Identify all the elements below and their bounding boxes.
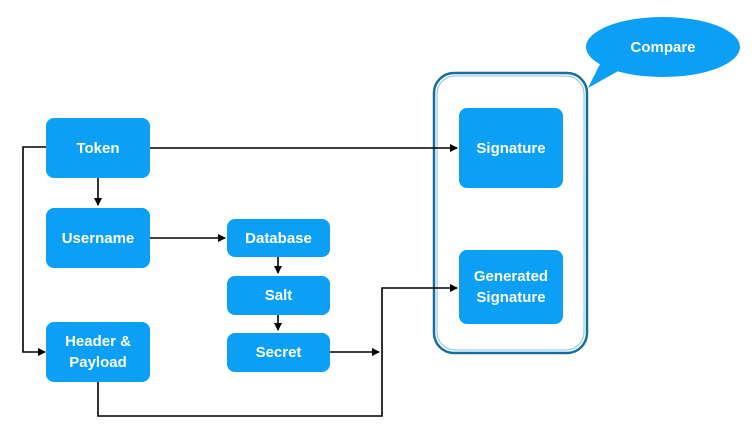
header-payload-node: Header & Payload <box>46 322 150 382</box>
signature-label: Signature <box>476 139 546 157</box>
compare-label: Compare <box>630 38 696 56</box>
secret-label: Secret <box>255 344 302 361</box>
generated-signature-label: Generated Signature <box>473 268 549 306</box>
salt-label: Salt <box>264 287 293 304</box>
header-payload-label: Header & Payload <box>65 333 131 371</box>
line-header-payload-to-junction <box>97 352 383 417</box>
compare-callout: Compare <box>586 17 740 77</box>
arrow-token-to-header-payload <box>22 146 46 356</box>
database-node: Database <box>227 219 330 257</box>
compare-group-frame-inner <box>436 75 585 351</box>
database-label: Database <box>245 229 312 247</box>
username-label: Username <box>61 229 135 247</box>
salt-node: Salt <box>227 276 330 315</box>
generated-signature-node: Generated Signature <box>459 250 563 324</box>
username-node: Username <box>46 208 150 268</box>
token-node: Token <box>46 118 150 178</box>
token-label: Token <box>76 139 120 157</box>
compare-group-frame <box>432 71 589 355</box>
speech-bubble-icon <box>586 17 740 88</box>
signature-node: Signature <box>459 108 563 188</box>
secret-node: Secret <box>227 333 330 372</box>
arrow-junction-to-generated-signature <box>381 284 458 352</box>
